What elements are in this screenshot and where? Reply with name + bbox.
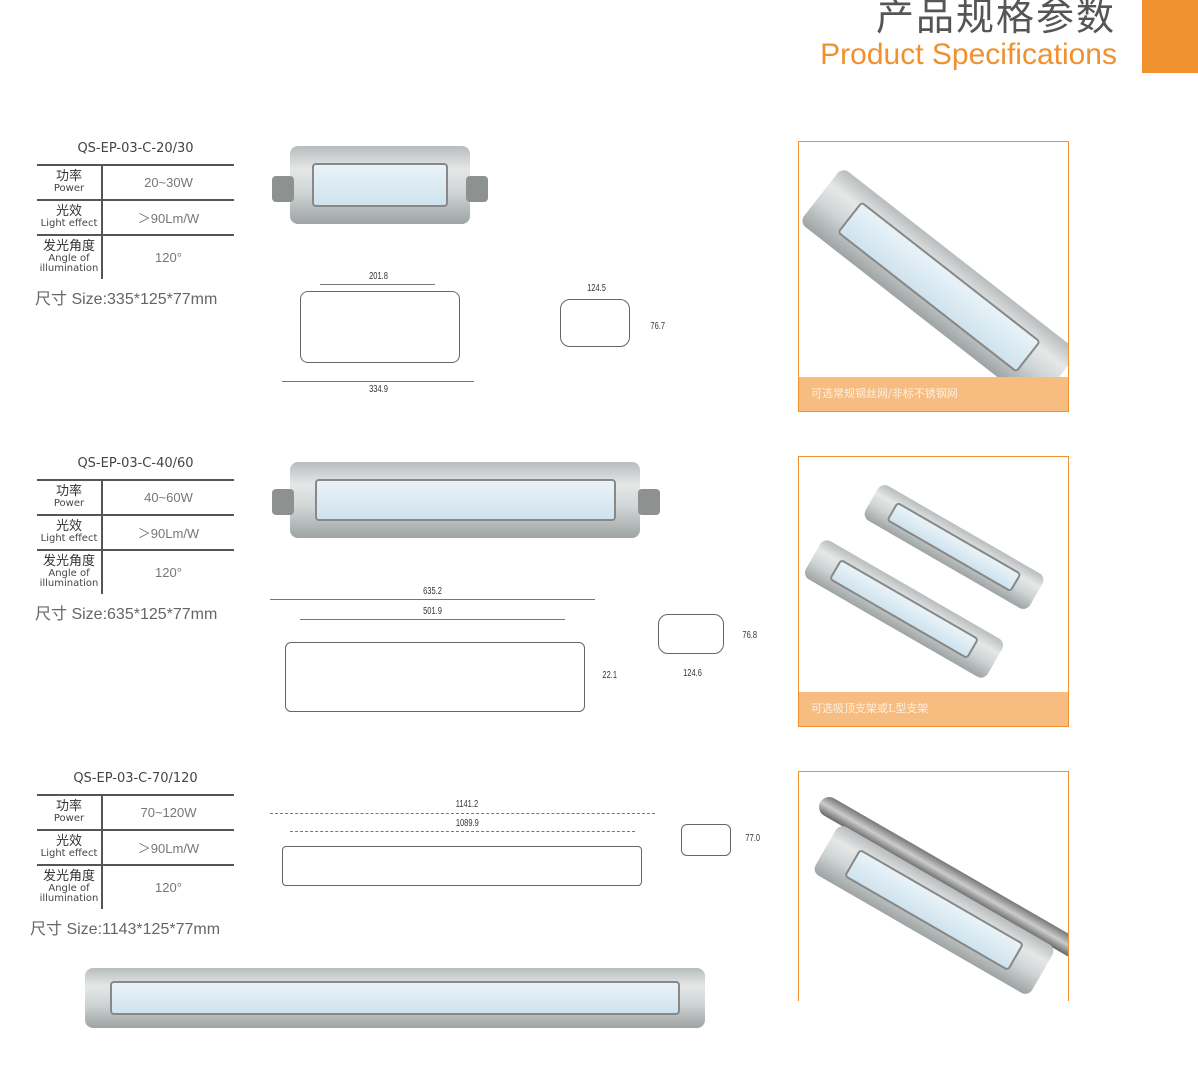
dimension-label: 124.6: [683, 668, 702, 679]
cable-gland: [638, 489, 660, 515]
label: 功率: [55, 484, 82, 500]
page-title-en: Product Specifications: [820, 38, 1117, 71]
size-text: 尺寸 Size:335*125*77mm: [35, 291, 218, 308]
dimension-label: 22.1: [602, 670, 618, 681]
photo-caption: 可选常规钢丝网/非标不锈钢网: [799, 377, 1068, 411]
product-photo: 可选吸顶支架或L型支架: [798, 456, 1069, 727]
value: ＞90Lm/W: [137, 841, 200, 856]
label: Light effect: [40, 848, 98, 860]
product-image: [290, 462, 640, 538]
label: Power: [53, 183, 85, 195]
value: 120°: [155, 250, 182, 265]
cable-gland: [466, 176, 488, 202]
value: ＞90Lm/W: [137, 211, 200, 226]
dimension-label: 501.9: [423, 606, 442, 617]
product-image: [290, 146, 470, 224]
photo-caption: 可选吸顶支架或L型支架: [799, 692, 1068, 726]
value: ＞90Lm/W: [137, 526, 200, 541]
label: 光效: [55, 834, 82, 850]
model-name: QS-EP-03-C-70/120: [73, 771, 198, 786]
dimension-label: 635.2: [423, 586, 442, 597]
page-title-cn: 产品规格参数: [875, 0, 1116, 39]
size-text: 尺寸 Size:635*125*77mm: [35, 606, 218, 623]
dimension-label: 124.5: [587, 283, 606, 294]
label: 发光角度: [42, 554, 95, 570]
dimension-label: 76.8: [742, 630, 758, 641]
label: 光效: [55, 519, 82, 535]
dimension-label: 76.7: [650, 321, 666, 332]
label: Light effect: [40, 218, 98, 230]
label: Angle of: [48, 567, 90, 579]
label: 发光角度: [42, 869, 95, 885]
product-photo: 可选常规钢丝网/非标不锈钢网: [798, 141, 1069, 412]
value: 40~60W: [144, 490, 193, 505]
label: 发光角度: [42, 239, 95, 255]
cable-gland: [272, 489, 294, 515]
header-accent-block: [1142, 0, 1198, 73]
label: Angle of: [48, 252, 90, 264]
value: 120°: [155, 565, 182, 580]
dimension-label: 1141.2: [455, 799, 479, 810]
dimension-label: 334.9: [369, 384, 388, 395]
model-name: QS-EP-03-C-40/60: [77, 456, 194, 471]
model-name: QS-EP-03-C-20/30: [77, 141, 194, 156]
cable-gland: [272, 176, 294, 202]
label: 功率: [55, 169, 82, 185]
label: Power: [53, 813, 85, 825]
value: 20~30W: [144, 175, 193, 190]
label: Light effect: [40, 533, 98, 545]
dimension-label: 201.8: [369, 271, 388, 282]
label: illumination: [39, 263, 99, 275]
value: 70~120W: [140, 805, 197, 820]
label: Angle of: [48, 882, 90, 894]
product-image-partial: [85, 968, 705, 1028]
label: illumination: [39, 578, 99, 590]
size-text: 尺寸 Size:1143*125*77mm: [30, 921, 221, 938]
dimension-label: 77.0: [745, 833, 761, 844]
product-photo: [798, 771, 1069, 1001]
dimension-label: 1089.9: [455, 818, 479, 829]
value: 120°: [155, 880, 182, 895]
label: illumination: [39, 893, 99, 905]
label: 功率: [55, 799, 82, 815]
label: 光效: [55, 204, 82, 220]
label: Power: [53, 498, 85, 510]
